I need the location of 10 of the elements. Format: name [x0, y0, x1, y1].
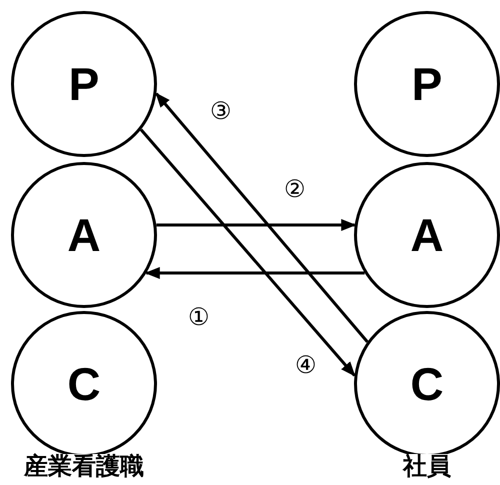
arrow: [144, 267, 365, 279]
arrow: [155, 92, 369, 343]
stage-circle: A: [354, 162, 500, 308]
column-label: 社員: [403, 454, 451, 478]
stage-circle: P: [354, 11, 500, 157]
stage-circle: P: [11, 11, 157, 157]
stage-circle: A: [11, 162, 157, 308]
arrow: [140, 128, 356, 377]
column-label: 産業看護職: [24, 454, 144, 478]
arrow: [156, 219, 356, 231]
